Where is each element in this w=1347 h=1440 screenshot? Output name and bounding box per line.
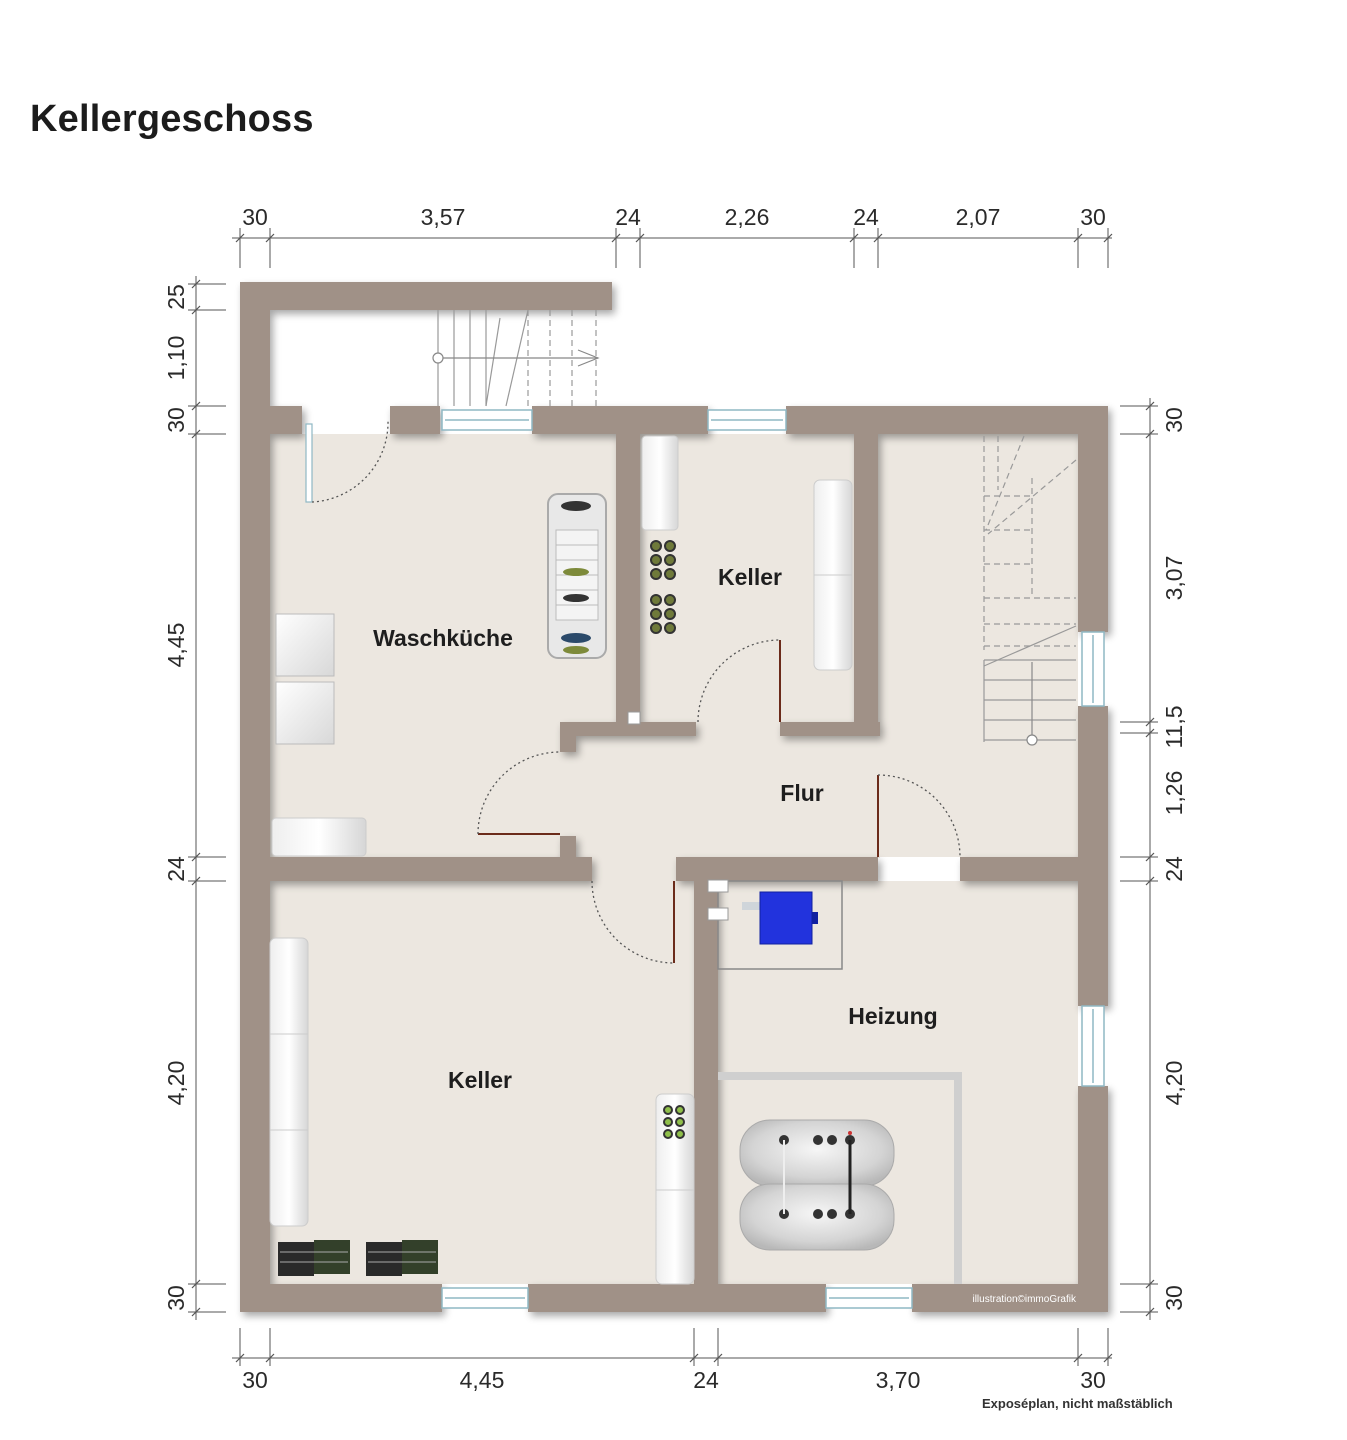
room-labels: Waschküche Keller Flur Keller Heizung [373, 564, 938, 1093]
top-ticks [239, 228, 1109, 268]
door-keller-top [697, 639, 781, 723]
floor-keller-bottom [270, 881, 694, 1284]
dim-bottom-2: 4,45 [460, 1367, 505, 1393]
wall-right-3 [1078, 1086, 1108, 1312]
floor-flur [560, 722, 880, 858]
wall-right-2 [1078, 706, 1108, 1006]
dim-top-1: 30 [242, 204, 268, 230]
wall-int-8 [694, 881, 718, 1284]
dim-top-4: 2,26 [725, 204, 770, 230]
left-ticks [188, 283, 226, 1313]
room-label-flur: Flur [780, 780, 823, 806]
furniture-heizung [707, 879, 962, 1284]
shelf-keller-bottom-left [269, 937, 309, 1227]
dimension-lines [188, 228, 1158, 1366]
shelf-keller-top-1 [641, 435, 679, 531]
dim-top-7: 30 [1080, 204, 1106, 230]
dim-left-1: 25 [163, 284, 189, 310]
inside-stairs [983, 435, 1077, 746]
room-label-keller-top: Keller [718, 564, 782, 590]
door-exterior [305, 419, 389, 503]
wall-int-6 [676, 857, 878, 881]
wall-bottom-1 [240, 1284, 442, 1312]
dim-right-1: 30 [1161, 407, 1187, 433]
windows [441, 409, 1105, 1309]
shelf-keller-bottom-right [655, 1093, 695, 1285]
right-ticks [1120, 405, 1158, 1313]
wall-int-7 [960, 857, 1078, 881]
boiler-area [717, 880, 843, 970]
tank-enclosure [718, 1072, 962, 1284]
dim-bottom-1: 30 [242, 1367, 268, 1393]
dryer [275, 681, 335, 745]
bottom-ticks [239, 1328, 1109, 1366]
bottle-racks [650, 540, 676, 634]
wall-int-2 [560, 722, 696, 736]
shaft [627, 711, 641, 725]
dimension-labels-top: 30 3,57 24 2,26 24 2,07 30 [242, 204, 1106, 230]
wall-top-2 [390, 406, 440, 434]
dimension-labels-left: 25 1,10 30 4,45 24 4,20 30 [163, 284, 189, 1311]
dim-left-6: 4,20 [163, 1061, 189, 1106]
room-label-heizung: Heizung [848, 1003, 937, 1029]
credit: illustration©immoGrafik [972, 1294, 1077, 1305]
dim-bottom-4: 3,70 [876, 1367, 921, 1393]
dim-right-4: 1,26 [1161, 771, 1187, 816]
wall-int-5 [270, 857, 592, 881]
dim-right-7: 30 [1161, 1285, 1187, 1311]
dim-left-5: 24 [163, 856, 189, 882]
shelf-waschkueche [271, 817, 367, 857]
wall-int-5b [560, 836, 576, 866]
wall-bottom-2 [528, 1284, 826, 1312]
dimension-labels-right: 30 3,07 11,5 1,26 24 4,20 30 [1161, 407, 1187, 1311]
outside-stairs [432, 309, 600, 407]
wall-right-1 [1078, 406, 1108, 632]
wall-int-4 [854, 434, 878, 734]
drying-rack [547, 493, 607, 659]
dim-left-3: 30 [163, 407, 189, 433]
dim-right-2: 3,07 [1161, 556, 1187, 601]
crates [278, 1240, 438, 1276]
dim-left-2: 1,10 [163, 336, 189, 381]
oil-tanks [739, 1119, 895, 1251]
furniture-keller-bottom [269, 937, 695, 1285]
room-label-waschkueche: Waschküche [373, 625, 513, 651]
wall-int-1 [616, 434, 640, 724]
dim-top-6: 2,07 [956, 204, 1001, 230]
dim-left-4: 4,45 [163, 623, 189, 668]
dim-right-6: 4,20 [1161, 1061, 1187, 1106]
walls [240, 282, 1108, 1312]
dim-top-3: 24 [615, 204, 641, 230]
dim-top-2: 3,57 [421, 204, 466, 230]
door-keller-bottom [591, 880, 675, 964]
door-waschkueche [477, 751, 561, 835]
furniture-keller-top [627, 435, 853, 725]
door-stair-hall [877, 774, 961, 858]
dim-top-5: 24 [853, 204, 879, 230]
footnote: Exposéplan, nicht maßstäblich [982, 1396, 1173, 1411]
dimension-labels-bottom: 30 4,45 24 3,70 30 [242, 1367, 1106, 1393]
boiler [759, 891, 813, 945]
washing-machine [275, 613, 335, 677]
wall-top-4 [786, 406, 1108, 434]
dim-left-7: 30 [163, 1285, 189, 1311]
wall-int-2b [560, 722, 576, 752]
dim-bottom-3: 24 [693, 1367, 719, 1393]
wall-top-3 [532, 406, 708, 434]
doors [305, 419, 961, 964]
dim-right-3: 11,5 [1161, 705, 1187, 748]
dim-right-5: 24 [1161, 856, 1187, 882]
wall-left [240, 406, 270, 1312]
furniture-waschkueche [271, 493, 607, 857]
page-title: Kellergeschoss [30, 98, 314, 140]
dim-bottom-5: 30 [1080, 1367, 1106, 1393]
bottle-rack-small [663, 1105, 685, 1139]
room-label-keller-bottom: Keller [448, 1067, 512, 1093]
wall-bottom-3 [912, 1284, 1108, 1312]
wall-stair-top [240, 282, 612, 310]
